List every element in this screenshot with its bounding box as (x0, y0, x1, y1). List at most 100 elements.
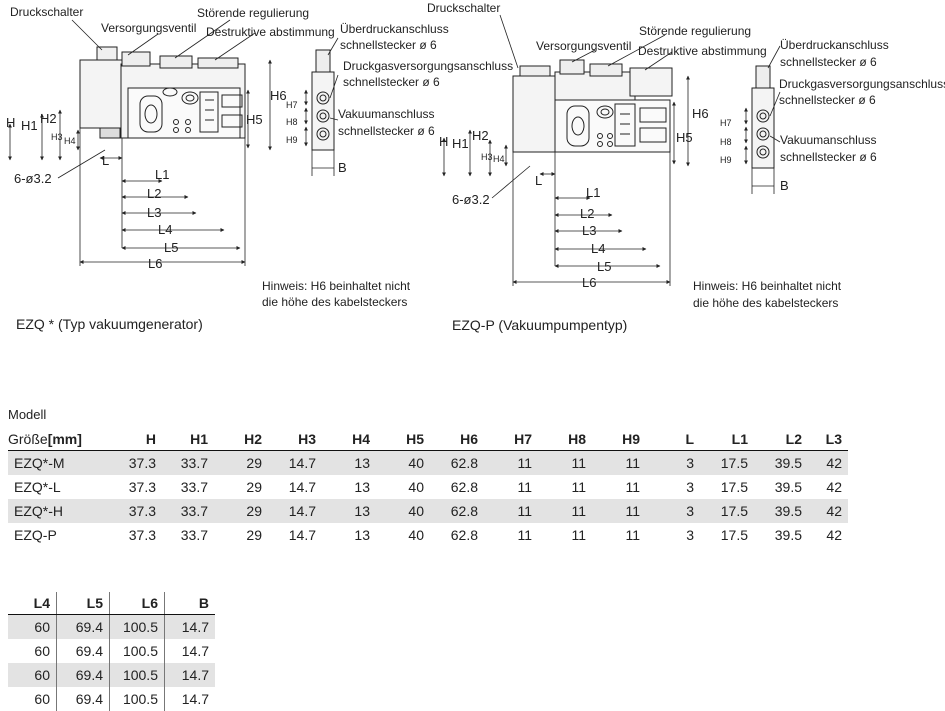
table2-col-l6: L6 (109, 592, 165, 615)
right-dim-h2: H2 (472, 128, 489, 143)
value-cell: 17.5 (700, 450, 754, 475)
left-dim-l5: L5 (164, 240, 178, 255)
left-dimension-lines (8, 59, 335, 266)
value-cell: 37.3 (128, 479, 156, 495)
right-dim-b: B (780, 178, 789, 193)
right-dim-l5: L5 (597, 259, 611, 274)
table-row: EZQ-P 37.3 33.7 29 14.7 13 40 62.8 11 11… (8, 523, 848, 547)
value-cell: 3 (686, 527, 694, 543)
left-label-hinweis-2: die höhe des kabelsteckers (262, 295, 407, 309)
value-cell: 100.5 (109, 614, 165, 639)
value-cell: 42 (826, 527, 842, 543)
table1-col-h4: H4 (322, 428, 376, 451)
value-cell: 29 (246, 527, 262, 543)
right-dim-h6: H6 (692, 106, 709, 121)
left-dim-h1: H1 (21, 118, 38, 133)
unit-label: [mm] (47, 431, 82, 447)
right-label-vakuum-2: schnellstecker ø 6 (780, 150, 877, 164)
table-row: 60 69.4 100.5 14.7 (8, 639, 215, 663)
table-row: 60 69.4 100.5 14.7 (8, 614, 215, 639)
left-label-hinweis-1: Hinweis: H6 beinhaltet nicht (262, 279, 411, 293)
right-label-druckgas-2: schnellstecker ø 6 (779, 93, 876, 107)
left-label-vakuum-2: schnellstecker ø 6 (338, 124, 435, 138)
value-cell: 3 (686, 479, 694, 495)
value-cell: 39.5 (774, 479, 802, 495)
size-label: Größe (8, 431, 48, 447)
value-cell: 11 (538, 499, 592, 523)
left-dim-l2: L2 (147, 186, 161, 201)
value-cell: 62.8 (450, 479, 478, 495)
table1-col-h9: H9 (592, 428, 646, 451)
right-dim-h8: H8 (720, 137, 732, 147)
table1-col-l2: L2 (754, 428, 808, 451)
model-cell: EZQ-P (14, 527, 57, 543)
right-dim-h9: H9 (720, 155, 732, 165)
value-cell: 33.7 (162, 450, 214, 475)
value-cell: 39.5 (754, 499, 808, 523)
value-cell: 14.7 (268, 450, 322, 475)
left-side-view (311, 49, 335, 151)
value-cell: 11 (592, 499, 646, 523)
value-cell: 39.5 (774, 527, 802, 543)
value-cell: 13 (354, 479, 370, 495)
left-label-stoerende: Störende regulierung (197, 6, 309, 20)
right-label-stoerende: Störende regulierung (639, 24, 751, 38)
dimension-table-1: Größe[mm] H H1 H2 H3 H4 H5 H6 H7 H8 H9 L… (8, 428, 848, 547)
value-cell: 40 (376, 499, 430, 523)
left-dim-l4: L4 (158, 222, 172, 237)
right-dim-h3: H3 (481, 152, 493, 162)
right-label-vakuum-1: Vakuumanschluss (780, 133, 877, 147)
value-cell: 100.5 (109, 639, 165, 663)
left-body (79, 46, 246, 139)
value-cell: 69.4 (56, 687, 110, 711)
value-cell: 62.8 (450, 527, 478, 543)
right-label-hinweis-2: die höhe des kabelsteckers (693, 296, 838, 310)
right-label-hole: 6-ø3.2 (452, 192, 490, 207)
left-label-vakuum-1: Vakuumanschluss (338, 107, 435, 121)
value-cell: 14.7 (164, 663, 215, 687)
left-label-versorgungsventil: Versorgungsventil (101, 21, 196, 35)
right-dim-h4: H4 (493, 154, 505, 164)
value-cell: 29 (214, 450, 268, 475)
table1-col-h6: H6 (430, 428, 484, 451)
right-leader-lines (499, 14, 781, 143)
left-dim-l3: L3 (147, 205, 161, 220)
right-body (512, 59, 673, 153)
value-cell: 37.3 (110, 450, 162, 475)
table1-size-header: Größe[mm] (8, 428, 110, 451)
left-label-druckgas-1: Druckgasversorgungsanschluss (343, 59, 513, 73)
value-cell: 14.7 (288, 479, 316, 495)
left-dim-h4: H4 (64, 136, 76, 146)
table-row: 60 69.4 100.5 14.7 (8, 663, 215, 687)
right-dim-h7: H7 (720, 118, 732, 128)
right-label-hinweis-1: Hinweis: H6 beinhaltet nicht (693, 279, 842, 293)
table2-col-l5: L5 (56, 592, 110, 615)
left-label-druckschalter: Druckschalter (10, 5, 83, 19)
table2-header-row: L4 L5 L6 B (8, 592, 215, 615)
left-dim-h6: H6 (270, 88, 287, 103)
table1-col-h5: H5 (376, 428, 430, 451)
value-cell: 42 (808, 499, 848, 523)
value-cell: 100.5 (109, 663, 165, 687)
table-row: 60 69.4 100.5 14.7 (8, 687, 215, 711)
table1-col-h3: H3 (268, 428, 322, 451)
table1-col-h1: H1 (162, 428, 214, 451)
table1-col-l3: L3 (808, 428, 848, 451)
value-cell: 42 (808, 450, 848, 475)
left-dim-l: L (102, 153, 109, 168)
value-cell: 42 (826, 479, 842, 495)
value-cell: 11 (592, 450, 646, 475)
right-dim-h1: H1 (452, 136, 469, 151)
value-cell: 29 (214, 499, 268, 523)
right-dim-h: H (439, 134, 448, 149)
left-label-ueberdruck-1: Überdruckanschluss (340, 22, 449, 36)
modell-label: Modell (8, 407, 47, 422)
value-cell: 60 (34, 691, 50, 707)
value-cell: 62.8 (430, 450, 484, 475)
value-cell: 60 (34, 643, 50, 659)
left-label-destruktive: Destruktive abstimmung (206, 25, 335, 39)
left-text: Druckschalter Versorgungsventil Störende… (6, 5, 513, 332)
right-dim-l6: L6 (582, 275, 596, 290)
left-caption: EZQ * (Typ vakuumgenerator) (16, 316, 203, 332)
table1-col-h8: H8 (538, 428, 592, 451)
